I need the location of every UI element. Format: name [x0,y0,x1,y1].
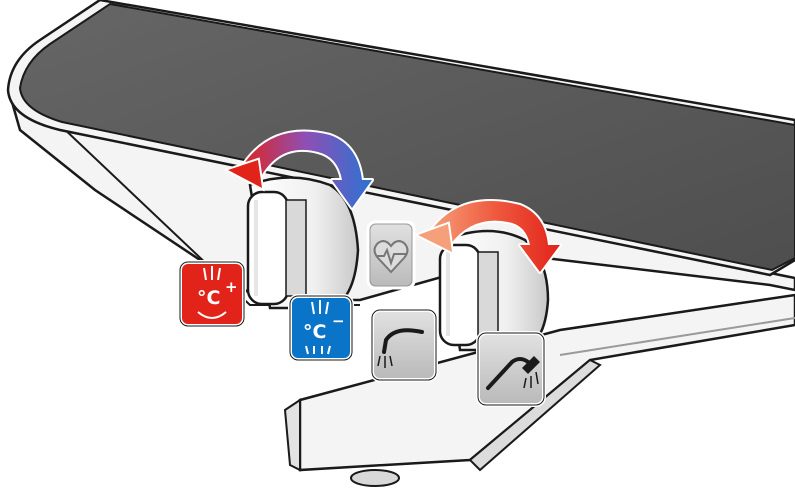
thermostat-knob[interactable] [246,176,360,310]
thermostat-cold-icon: °C − [288,294,354,362]
glass-shelf [6,0,795,277]
bath-spout-icon [370,308,438,382]
heart-pulse-icon [366,220,416,290]
rotation-arrow-left [222,129,374,210]
hot-sign-text: + [225,278,238,296]
hand-shower-icon [476,331,546,407]
cold-symbol-text: °C [303,321,326,343]
support-arm [283,293,795,487]
diverter-knob[interactable] [438,229,550,352]
cold-sign-text: − [332,312,345,330]
hot-symbol-text: °C [197,287,220,309]
rotation-arrow-right [412,199,562,274]
thermostat-hot-icon: °C + [178,260,246,328]
